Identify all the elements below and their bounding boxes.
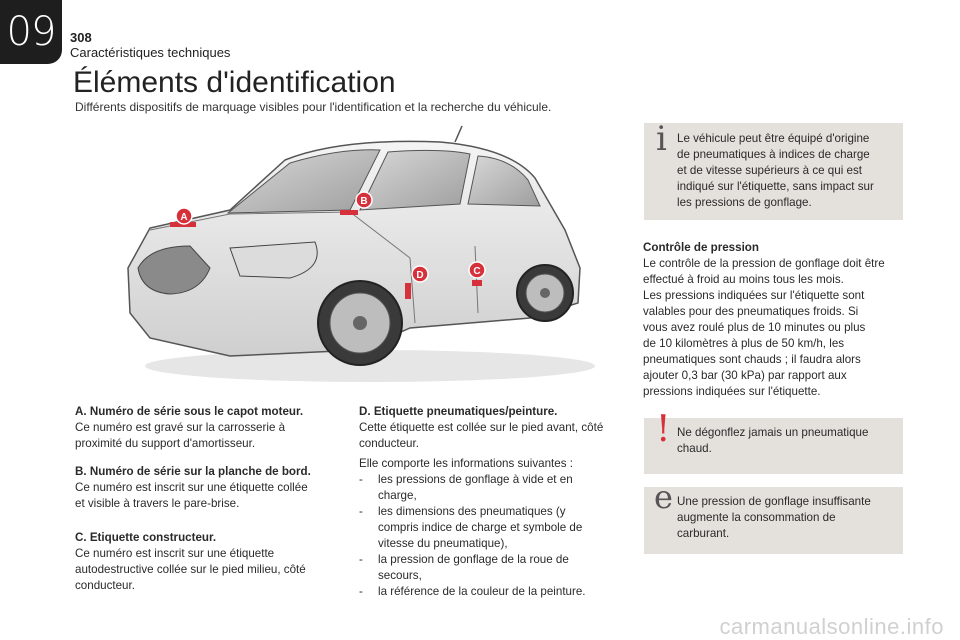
watermark: carmanualsonline.info bbox=[0, 612, 960, 640]
marker-b: B bbox=[355, 191, 373, 209]
info-line: les pressions de gonflage. bbox=[677, 196, 812, 209]
item-a-line: proximité du support d'amortisseur. bbox=[75, 437, 256, 450]
item-d: D. Etiquette pneumatiques/peinture. Cett… bbox=[359, 404, 629, 600]
item-d-list: les pressions de gonflage à vide et ench… bbox=[359, 472, 629, 600]
svg-text:C: C bbox=[473, 266, 480, 277]
item-d-intro: Elle comporte les informations suivantes… bbox=[359, 457, 573, 470]
pressure-line: pneumatiques sont chauds ; il faudra alo… bbox=[643, 353, 861, 366]
pressure-line: vous avez roulé plus de 10 minutes ou pl… bbox=[643, 321, 866, 334]
chapter-badge: 09 bbox=[0, 0, 62, 64]
pressure-heading: Contrôle de pression bbox=[643, 241, 759, 254]
watermark-text: carmanualsonline.info bbox=[719, 614, 944, 639]
svg-text:D: D bbox=[416, 270, 423, 281]
eco-icon: e bbox=[654, 478, 673, 516]
info-icon: i bbox=[656, 119, 667, 159]
eco-line: augmente la consommation de bbox=[677, 511, 836, 524]
pressure-line: de 10 kilomètres à plus de 50 km/h, les bbox=[643, 337, 845, 350]
item-c-line: conducteur. bbox=[75, 579, 135, 592]
list-item: la pression de gonflage de la roue desec… bbox=[359, 552, 629, 584]
pressure-section: Contrôle de pression Le contrôle de la p… bbox=[643, 240, 943, 400]
pressure-line: valables pour des pneumatiques froids. S… bbox=[643, 305, 859, 318]
item-c: C. Etiquette constructeur. Ce numéro est… bbox=[75, 530, 345, 594]
page-title: Éléments d'identification bbox=[73, 66, 396, 99]
info-line: Le véhicule peut être équipé d'origine bbox=[677, 132, 870, 145]
page-subtitle: Différents dispositifs de marquage visib… bbox=[75, 100, 552, 114]
warning-note-box: ! Ne dégonflez jamais un pneumatique cha… bbox=[644, 409, 903, 474]
item-b-heading: B. Numéro de série sur la planche de bor… bbox=[75, 465, 311, 478]
warning-line: Ne dégonflez jamais un pneumatique bbox=[677, 426, 869, 439]
item-c-line: Ce numéro est inscrit sur une étiquette bbox=[75, 547, 275, 560]
marker-a: A bbox=[175, 207, 193, 225]
pressure-line: Le contrôle de la pression de gonflage d… bbox=[643, 257, 885, 270]
chapter-number: 09 bbox=[6, 9, 57, 55]
marker-d-tag bbox=[405, 283, 411, 299]
item-a-line: Ce numéro est gravé sur la carrosserie à bbox=[75, 421, 286, 434]
eco-line: carburant. bbox=[677, 527, 730, 540]
info-line: et de vitesse supérieurs à ce qui est bbox=[677, 164, 862, 177]
item-d-line: conducteur. bbox=[359, 437, 419, 450]
item-a-heading: A. Numéro de série sous le capot moteur. bbox=[75, 405, 304, 418]
list-item: la référence de la couleur de la peintur… bbox=[359, 584, 629, 600]
marker-b-tag bbox=[340, 210, 358, 215]
pressure-line: pressions indiquées sur l'étiquette. bbox=[643, 385, 821, 398]
info-line: indiqué sur l'étiquette, sans impact sur bbox=[677, 180, 874, 193]
item-b: B. Numéro de série sur la planche de bor… bbox=[75, 464, 345, 512]
car-illustration: A B C D bbox=[127, 125, 595, 382]
pressure-line: effectué à froid au moins tous les mois. bbox=[643, 273, 844, 286]
section-title: Caractéristiques techniques bbox=[70, 45, 231, 60]
marker-c: C bbox=[468, 261, 486, 279]
page-number: 308 bbox=[70, 30, 92, 45]
car-body bbox=[127, 125, 595, 382]
warning-icon: ! bbox=[656, 409, 671, 450]
list-item: les pressions de gonflage à vide et ench… bbox=[359, 472, 629, 504]
pressure-line: Les pressions indiquées sur l'étiquette … bbox=[643, 289, 865, 302]
item-a: A. Numéro de série sous le capot moteur.… bbox=[75, 404, 345, 452]
item-b-line: et visible à travers le pare-brise. bbox=[75, 497, 240, 510]
svg-text:A: A bbox=[180, 212, 187, 223]
eco-note-box: e Une pression de gonflage insuffisante … bbox=[644, 478, 903, 554]
item-b-line: Ce numéro est inscrit sur une étiquette … bbox=[75, 481, 308, 494]
eco-line: Une pression de gonflage insuffisante bbox=[677, 495, 871, 508]
item-c-heading: C. Etiquette constructeur. bbox=[75, 531, 217, 544]
item-c-line: autodestructive collée sur le pied milie… bbox=[75, 563, 306, 576]
info-note-box: i Le véhicule peut être équipé d'origine… bbox=[644, 119, 903, 220]
item-d-line: Cette étiquette est collée sur le pied a… bbox=[359, 421, 604, 434]
info-line: de pneumatiques à indices de charge bbox=[677, 148, 870, 161]
warning-line: chaud. bbox=[677, 442, 712, 455]
marker-d: D bbox=[411, 265, 429, 283]
item-d-heading: D. Etiquette pneumatiques/peinture. bbox=[359, 405, 558, 418]
pressure-line: ajouter 0,3 bar (30 kPa) par rapport aux bbox=[643, 369, 847, 382]
marker-c-tag bbox=[472, 280, 482, 286]
list-item: les dimensions des pneumatiques (ycompri… bbox=[359, 504, 629, 552]
svg-text:B: B bbox=[360, 196, 367, 207]
